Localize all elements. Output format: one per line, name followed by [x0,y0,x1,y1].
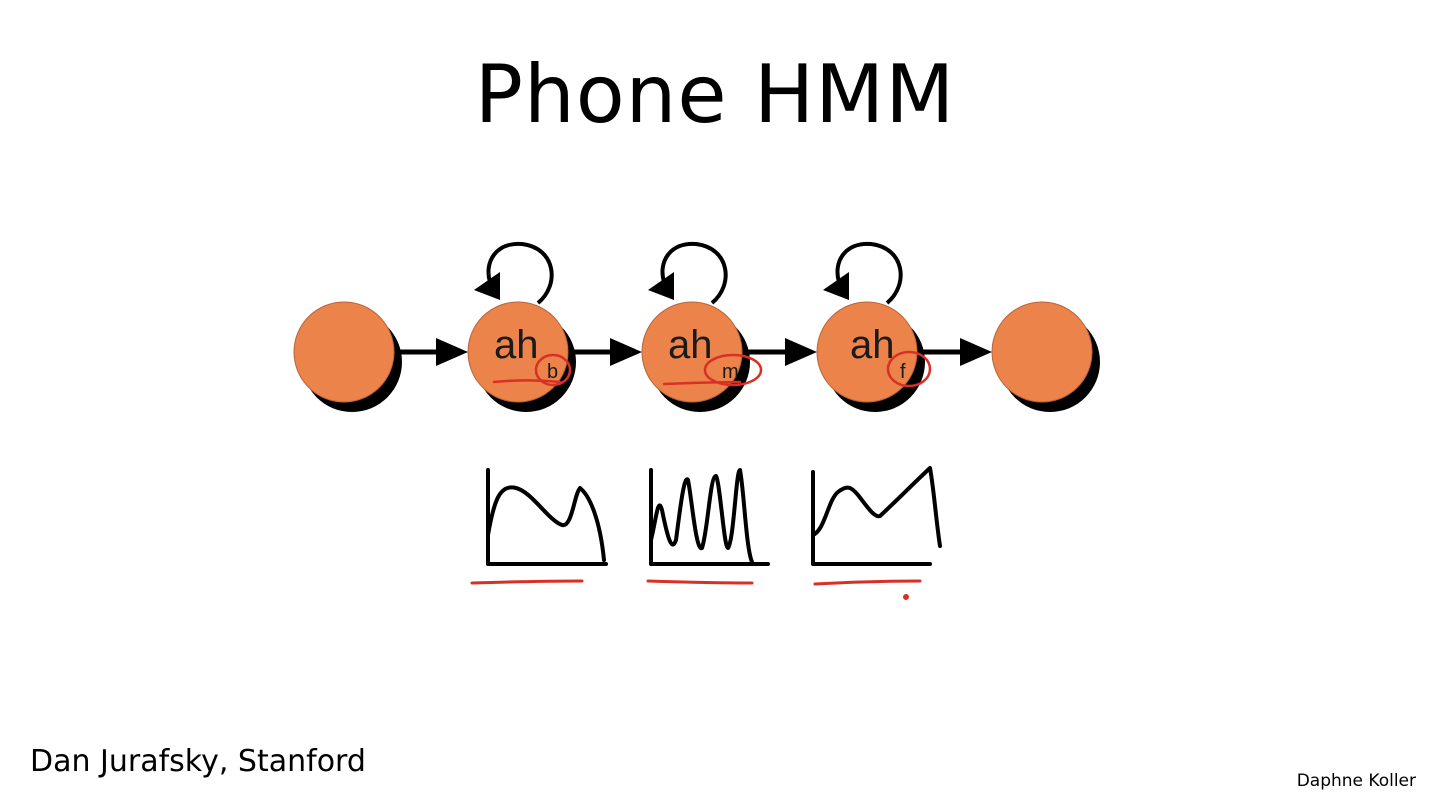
plot-underlines [470,579,922,600]
annotation-circle [703,353,763,387]
author-credit: Dan Jurafsky, Stanford [30,744,366,779]
spectrum-plot-2 [649,468,770,566]
states [293,301,1093,403]
start-state [293,301,395,403]
right-arrow-icon [744,338,817,366]
state-ah-b [467,301,569,403]
right-arrow-icon [395,338,468,366]
right-arrow-icon [918,338,992,366]
state-label: ah [850,323,895,367]
self-loop-arrow-icon [474,241,554,305]
annotation-circle [534,353,572,387]
slide-title: Phone HMM [474,48,956,141]
end-state [991,301,1093,403]
lecturer-credit: Daphne Koller [1296,771,1416,791]
self-loops [474,241,903,305]
annotation-underline [662,380,742,386]
state-ah-m [641,301,743,403]
self-loop-arrow-icon [648,241,728,305]
right-arrow-icon [570,338,642,366]
state-annotations [492,350,932,388]
transition-arrows [395,338,992,366]
annotation-underline [492,379,562,384]
spectrum-plots [486,466,942,566]
annotation-circle [886,350,932,388]
state-sub-label: m [722,361,739,383]
state-label: ah [668,323,713,367]
state-sub-label: b [547,361,558,383]
state-label: ah [494,323,539,367]
self-loop-arrow-icon [823,241,903,305]
state-sub-label: f [900,361,906,383]
spectrum-plot-1 [486,468,608,566]
spectrum-plot-3 [811,466,942,566]
